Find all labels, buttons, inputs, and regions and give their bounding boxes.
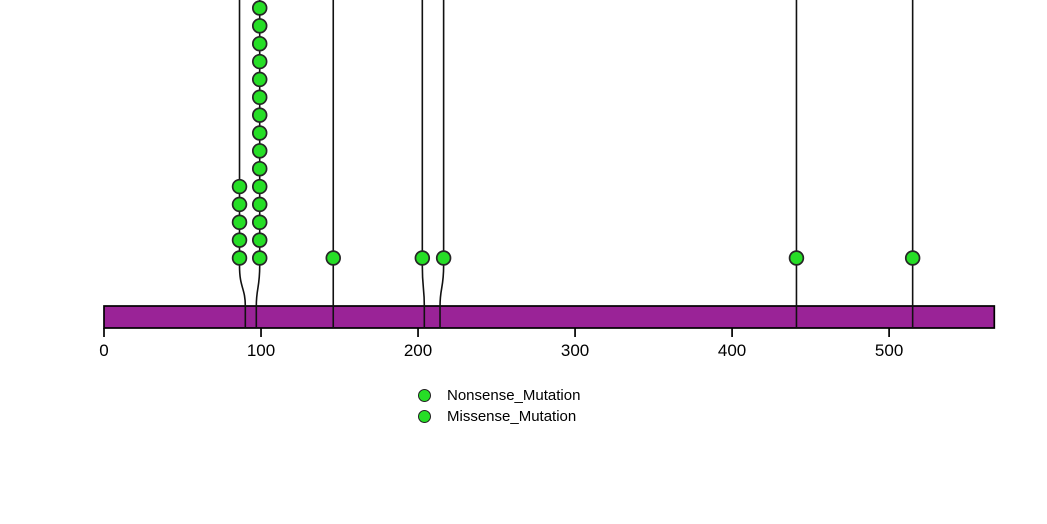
axis-tick-label: 400	[718, 341, 746, 360]
mutation-circle	[251, 125, 268, 141]
mutation-circle	[251, 107, 268, 123]
nonsense-mutation-dot-icon	[418, 388, 431, 402]
legend-item-missense: Missense_Mutation	[418, 407, 580, 425]
mutation-circle	[231, 232, 248, 248]
mutation-circle	[251, 71, 268, 88]
mutation-circle	[251, 250, 268, 266]
mutation-circle	[251, 178, 268, 195]
mutation-stick	[421, 0, 426, 328]
mutation-stick	[255, 0, 261, 328]
mutation-circle	[231, 250, 248, 266]
legend-label-nonsense: Nonsense_Mutation	[447, 386, 581, 404]
mutation-circle	[231, 178, 248, 195]
mutation-stick	[238, 0, 247, 328]
mutation-stick	[439, 0, 445, 328]
mutation-circle	[325, 250, 341, 266]
axis-tick-label: 0	[99, 341, 108, 360]
axis-tick-label: 200	[404, 341, 432, 360]
mutation-circle	[251, 232, 268, 248]
legend: Nonsense_Mutation Missense_Mutation	[418, 386, 580, 425]
mutation-circle	[251, 143, 268, 159]
mutation-circle	[414, 250, 431, 266]
mutation-circle	[251, 0, 268, 16]
axis-tick-label: 500	[875, 341, 903, 360]
mutation-circle	[251, 160, 268, 177]
missense-mutation-dot-icon	[418, 409, 431, 423]
mutation-circle	[251, 196, 268, 213]
legend-label-missense: Missense_Mutation	[447, 407, 577, 425]
mutation-circle	[251, 214, 268, 231]
axis-tick-label: 100	[247, 341, 275, 360]
mutation-circle	[231, 214, 248, 231]
legend-item-nonsense: Nonsense_Mutation	[418, 386, 580, 404]
mutation-circle	[788, 250, 805, 266]
mutation-circle	[435, 250, 452, 266]
mutation-circle	[251, 35, 268, 52]
mutation-circle	[231, 196, 248, 213]
mutation-circle	[904, 250, 921, 266]
axis-tick-label: 300	[561, 341, 589, 360]
mutation-circle	[251, 53, 268, 70]
mutation-circle	[251, 89, 268, 106]
mutation-circle	[251, 18, 268, 34]
protein-bar	[103, 305, 996, 329]
